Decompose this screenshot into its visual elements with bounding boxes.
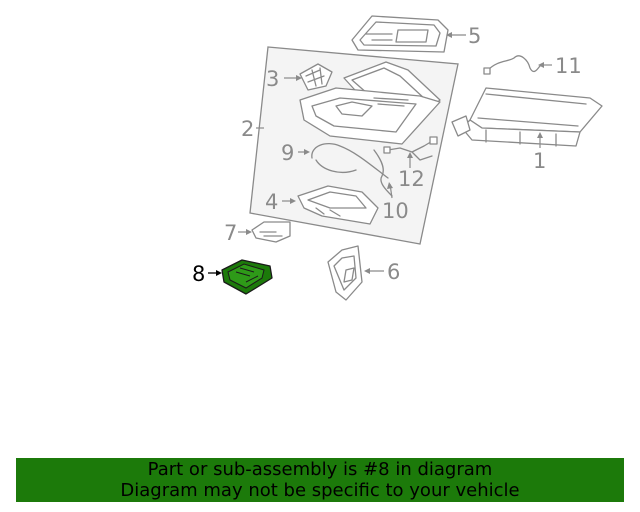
callout-10[interactable]: 10 bbox=[382, 199, 409, 223]
part-8-highlighted[interactable] bbox=[221, 259, 273, 295]
callout-5[interactable]: 5 bbox=[468, 24, 481, 48]
callout-6[interactable]: 6 bbox=[387, 260, 400, 284]
callout-2[interactable]: 2 bbox=[241, 117, 254, 141]
callout-labels: 1 2 3 4 5 6 7 8 9 10 11 12 bbox=[192, 24, 582, 286]
callout-9[interactable]: 9 bbox=[281, 141, 294, 165]
part-10-wire[interactable] bbox=[373, 149, 393, 197]
part-7-cover[interactable] bbox=[251, 221, 291, 243]
part-4-tray[interactable] bbox=[297, 185, 379, 225]
callout-1[interactable]: 1 bbox=[533, 149, 546, 173]
banner-line-2: Diagram may not be specific to your vehi… bbox=[120, 480, 520, 501]
callout-8[interactable]: 8 bbox=[192, 262, 205, 286]
callout-12[interactable]: 12 bbox=[398, 167, 425, 191]
part-11-cable[interactable] bbox=[483, 55, 541, 75]
banner-line-1: Part or sub-assembly is #8 in diagram bbox=[147, 459, 493, 480]
console-upper-housing[interactable] bbox=[299, 61, 441, 145]
part-6-bracket[interactable] bbox=[327, 245, 363, 301]
part-12-harness[interactable] bbox=[383, 136, 438, 161]
callout-4[interactable]: 4 bbox=[265, 190, 278, 214]
part-9-seal[interactable] bbox=[311, 143, 389, 179]
callout-11[interactable]: 11 bbox=[555, 54, 582, 78]
info-banner: Part or sub-assembly is #8 in diagram Di… bbox=[16, 458, 624, 502]
callout-3[interactable]: 3 bbox=[266, 67, 279, 91]
part-3-switch[interactable] bbox=[299, 63, 333, 91]
part-1-console-body[interactable] bbox=[451, 87, 603, 147]
part-5-bezel[interactable] bbox=[351, 15, 449, 53]
leader-lines bbox=[208, 32, 552, 276]
callout-7[interactable]: 7 bbox=[224, 221, 237, 245]
